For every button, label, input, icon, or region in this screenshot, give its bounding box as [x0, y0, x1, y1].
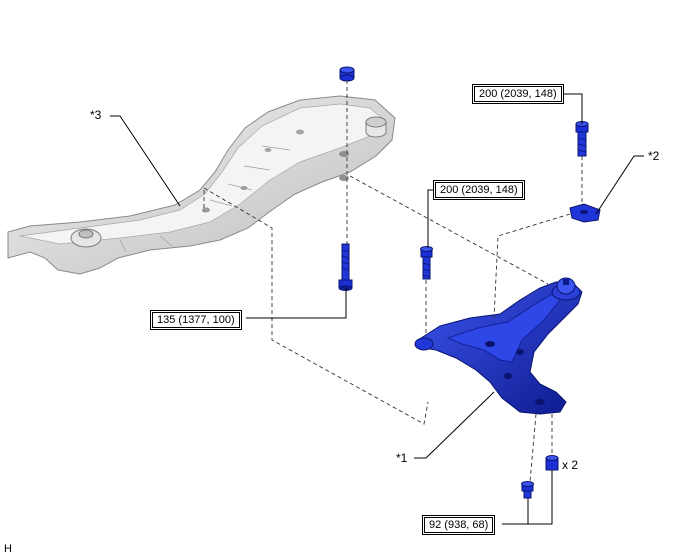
torque-spec-lower-arm-front-bolt: 200 (2039, 148)	[433, 180, 525, 200]
lower-arm-front-bolt	[420, 246, 433, 280]
front-crossmember	[7, 95, 396, 275]
torque-spec-lower-arm-nut: 92 (938, 68)	[422, 515, 496, 535]
bracket-bolt	[575, 121, 589, 157]
callout-crossmember: *3	[90, 108, 102, 122]
callout-lower-arm: *1	[396, 451, 408, 465]
alignment-dashed-lines	[203, 80, 583, 483]
lower-suspension-arm	[414, 277, 583, 415]
corner-mark: H	[4, 543, 12, 555]
torque-spec-bracket-bolt: 200 (2039, 148)	[472, 84, 564, 104]
quantity-label: x 2	[562, 458, 579, 472]
crossmember-top-nut	[339, 66, 355, 82]
lower-arm-nut	[545, 455, 559, 471]
lower-arm-rear-bolt	[521, 481, 534, 499]
callout-bracket: *2	[648, 149, 660, 163]
lower-arm-bracket	[569, 203, 601, 223]
leader-lines	[110, 93, 644, 525]
torque-spec-crossmember-bolt: 135 (1377, 100)	[150, 310, 242, 330]
crossmember-rear-bolt	[338, 243, 353, 291]
